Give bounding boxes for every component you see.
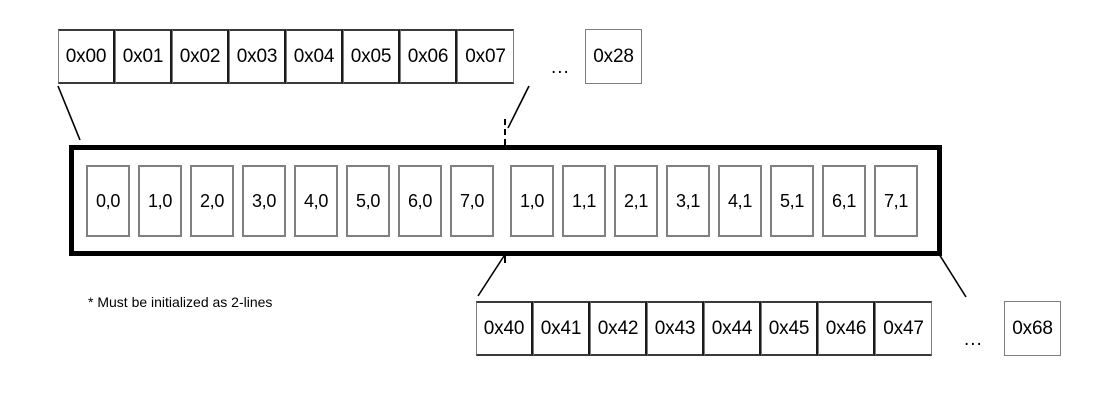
address-cell: 0x43	[647, 301, 704, 356]
cache-element: 4,1	[718, 165, 762, 237]
leader-line-bottom-right	[938, 253, 967, 298]
cache-element: 7,1	[874, 165, 918, 237]
cache-element: 5,0	[346, 165, 390, 237]
initialization-note: * Must be initialized as 2-lines	[88, 294, 273, 310]
cache-element: 1,0	[138, 165, 182, 237]
address-cell: 0x41	[533, 301, 590, 356]
cache-element: 2,0	[190, 165, 234, 237]
address-cell-tail: 0x28	[585, 29, 642, 84]
address-cell: 0x00	[58, 29, 115, 84]
split-marker-upper	[504, 119, 506, 145]
address-cell: 0x05	[343, 29, 400, 84]
bottom-row-ellipsis: ...	[964, 329, 983, 350]
leader-line-top-right	[507, 85, 530, 129]
address-cell: 0x03	[229, 29, 286, 84]
cache-element: 6,1	[822, 165, 866, 237]
cache-element: 1,0	[510, 165, 554, 237]
address-cell: 0x06	[400, 29, 457, 84]
cache-element: 1,1	[562, 165, 606, 237]
cache-element: 5,1	[770, 165, 814, 237]
cache-element: 0,0	[86, 165, 130, 237]
cache-element: 3,1	[666, 165, 710, 237]
split-marker-lower	[504, 255, 506, 263]
cache-element: 7,0	[450, 165, 494, 237]
address-cell: 0x01	[115, 29, 172, 84]
leader-line-bottom-left	[477, 255, 505, 297]
address-cell: 0x02	[172, 29, 229, 84]
address-cell: 0x46	[818, 301, 875, 356]
cache-element: 4,0	[294, 165, 338, 237]
cache-element: 6,0	[398, 165, 442, 237]
cache-element: 3,0	[242, 165, 286, 237]
cache-element: 2,1	[614, 165, 658, 237]
address-cell: 0x07	[457, 29, 514, 84]
address-cell: 0x04	[286, 29, 343, 84]
address-cell: 0x45	[761, 301, 818, 356]
address-cell: 0x47	[875, 301, 932, 356]
leader-line-top-left	[57, 85, 81, 141]
address-cell-tail: 0x68	[1004, 301, 1061, 356]
top-row-ellipsis: ...	[551, 57, 570, 78]
address-cell: 0x42	[590, 301, 647, 356]
address-cell: 0x40	[476, 301, 533, 356]
address-cell: 0x44	[704, 301, 761, 356]
